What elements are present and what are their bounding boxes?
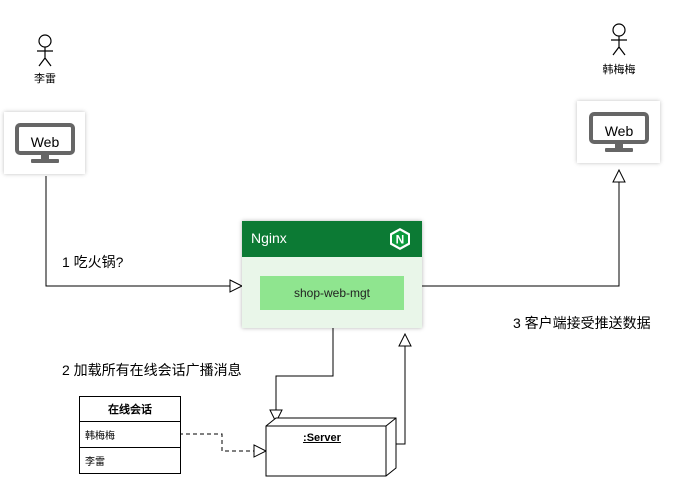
server-node-shape (265, 417, 397, 477)
actor-left-name: 李雷 (34, 73, 56, 85)
actor-right-figure (611, 23, 627, 56)
session-table-row: 李雷 (80, 447, 180, 473)
monitor-icon (15, 123, 75, 163)
arrowhead-right-web (612, 168, 626, 183)
edge-nginx-to-client (422, 182, 620, 287)
session-table[interactable]: 在线会话 韩梅梅 李雷 (79, 396, 181, 474)
monitor-icon (589, 112, 649, 152)
web-client-left[interactable]: Web (4, 112, 85, 174)
server-node-label[interactable]: :Server (303, 432, 341, 444)
nginx-logo-icon: N (390, 228, 410, 250)
nginx-logo-letter: N (396, 233, 405, 247)
edge-label-step2: 2 加载所有在线会话广播消息 (62, 362, 242, 378)
session-table-row: 韩梅梅 (85, 431, 115, 442)
web-client-left-label: Web (30, 134, 60, 150)
arrowhead-server-in (269, 409, 283, 424)
edge-session-to-server (179, 433, 254, 452)
arrowhead-nginx-in (229, 279, 244, 293)
edge-label-step1: 1 吃火锅? (62, 254, 124, 270)
web-client-right-label: Web (604, 123, 634, 139)
actor-right-name: 韩梅梅 (602, 64, 636, 76)
actor-left-figure (37, 34, 53, 67)
edge-client-to-nginx (45, 176, 230, 287)
nginx-header: Nginx N (242, 221, 422, 257)
edge-nginx-to-server (275, 328, 334, 410)
session-table-header: 在线会话 (80, 397, 180, 422)
nginx-node[interactable]: Nginx N shop-web-mgt (242, 221, 422, 328)
nginx-title: Nginx (251, 230, 287, 246)
arrowhead-nginx-up (398, 332, 412, 347)
service-shop-web-mgt[interactable]: shop-web-mgt (260, 276, 404, 310)
arrowhead-server-dashed (253, 444, 268, 458)
web-client-right[interactable]: Web (577, 101, 660, 163)
edge-label-step3: 3 客户端接受推送数据 (513, 315, 651, 331)
